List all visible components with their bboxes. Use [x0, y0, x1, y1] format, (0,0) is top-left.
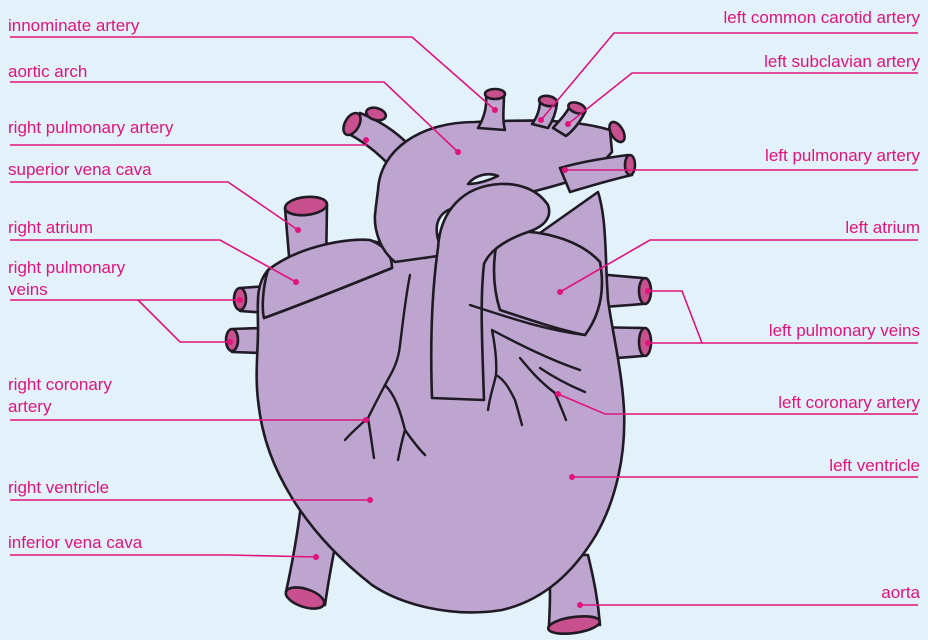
leader-right-pulmonary-veins-2 — [138, 300, 230, 342]
left-pulmonary-artery-opening — [625, 155, 635, 175]
label-left-atrium: left atrium — [845, 218, 920, 238]
label-left-pulmonary-artery: left pulmonary artery — [765, 146, 920, 166]
innominate-artery-opening — [485, 89, 505, 99]
label-innominate-artery: innominate artery — [8, 16, 139, 36]
leader-left-subclavian — [568, 73, 918, 124]
label-left-coronary-artery: left coronary artery — [778, 393, 920, 413]
label-superior-vena-cava: superior vena cava — [8, 160, 152, 180]
leader-right-pulmonary-artery — [10, 140, 366, 145]
label-left-pulmonary-veins: left pulmonary veins — [769, 321, 920, 341]
label-left-common-carotid-artery: left common carotid artery — [723, 8, 920, 28]
label-aortic-arch: aortic arch — [8, 62, 87, 82]
label-right-ventricle: right ventricle — [8, 478, 109, 498]
label-left-subclavian-artery: left subclavian artery — [764, 52, 920, 72]
label-aorta: aorta — [881, 583, 920, 603]
leader-inferior-vena-cava — [10, 555, 316, 557]
label-right-pulmonary-artery: right pulmonary artery — [8, 118, 173, 138]
label-inferior-vena-cava: inferior vena cava — [8, 533, 142, 553]
leader-left-pulmonary-veins — [648, 291, 702, 343]
label-right-pulmonary-veins-2: veins — [8, 280, 48, 300]
label-left-ventricle: left ventricle — [829, 456, 920, 476]
leader-left-common-carotid — [541, 33, 918, 120]
label-right-coronary-artery-1: right coronary — [8, 375, 112, 395]
label-right-pulmonary-veins-1: right pulmonary — [8, 258, 125, 278]
label-right-atrium: right atrium — [8, 218, 93, 238]
label-right-coronary-artery-2: artery — [8, 397, 51, 417]
